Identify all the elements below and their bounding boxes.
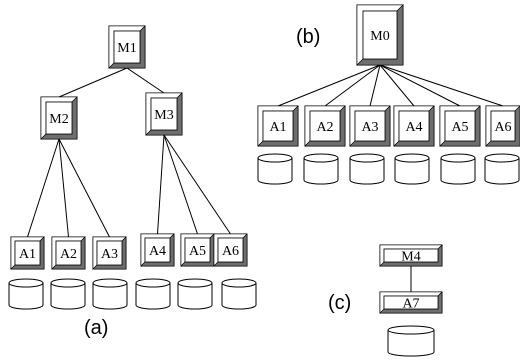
node-a7-label: A7	[402, 297, 419, 312]
panel-labels: (a) (b) (c)	[84, 26, 351, 339]
node-a-a2: A2	[51, 236, 86, 270]
node-b-a1: A1	[257, 105, 299, 147]
edge-m0-a5	[379, 64, 461, 107]
disk-a-a1	[8, 278, 44, 310]
edge-m0-a1	[277, 64, 381, 107]
edge-m2-a2	[58, 138, 69, 238]
node-a-a2-label: A2	[60, 247, 77, 262]
node-a-a3: A3	[92, 236, 127, 270]
node-m2-label: M2	[49, 112, 68, 127]
node-a-a5: A5	[180, 233, 215, 267]
node-b-a6-label: A6	[494, 120, 511, 135]
node-a-a6: A6	[213, 233, 248, 267]
node-m4-label: M4	[401, 250, 420, 265]
node-b-a3: A3	[349, 105, 391, 147]
storage-disks	[8, 153, 520, 357]
disk-b-a6	[484, 153, 520, 185]
node-a-a4-label: A4	[149, 244, 166, 259]
node-a-a1-label: A1	[19, 247, 36, 262]
node-m0-label: M0	[370, 29, 389, 44]
node-a-a5-label: A5	[189, 244, 206, 259]
edge-m0-a3	[369, 64, 381, 107]
node-b-a4-label: A4	[405, 120, 422, 135]
node-m0: M0	[356, 4, 404, 66]
edge-m3-a4	[157, 134, 165, 235]
node-m3: M3	[145, 92, 183, 136]
node-a-a4: A4	[140, 233, 175, 267]
panel-label-b: (b)	[296, 26, 320, 48]
node-b-a5: A5	[439, 105, 481, 147]
panel-label-c: (c)	[328, 292, 351, 314]
disk-b-a1	[257, 153, 293, 185]
disk-a-a2	[50, 278, 86, 310]
disk-b-a4	[394, 153, 430, 185]
node-a7: A7	[379, 291, 443, 314]
edge-m1-m2	[58, 67, 128, 98]
node-b-a3-label: A3	[361, 120, 378, 135]
node-b-a2: A2	[304, 105, 346, 147]
node-b-a5-label: A5	[451, 120, 468, 135]
disk-b-a2	[303, 153, 339, 185]
edge-m0-a2	[324, 64, 381, 107]
edge-m2-a3	[58, 138, 110, 238]
disk-c-a7	[387, 325, 435, 357]
edge-m2-a1	[27, 138, 60, 238]
node-m1: M1	[108, 25, 146, 69]
node-a-a6-label: A6	[222, 244, 239, 259]
node-b-a1-label: A1	[269, 120, 286, 135]
edge-m1-m3	[126, 67, 165, 94]
edge-m3-a6	[163, 134, 231, 235]
disk-a-a5	[177, 278, 213, 310]
disk-b-a5	[440, 153, 476, 185]
node-a-a3-label: A3	[101, 247, 118, 262]
node-b-a6: A6	[485, 105, 520, 147]
node-b-a2-label: A2	[316, 120, 333, 135]
disk-b-a3	[349, 153, 385, 185]
edge-m0-a6	[379, 64, 504, 107]
node-m1-label: M1	[117, 41, 136, 56]
connection-lines	[27, 64, 504, 292]
node-m2: M2	[40, 96, 78, 140]
node-a-a1: A1	[10, 236, 45, 270]
node-b-a4: A4	[393, 105, 435, 147]
node-m4: M4	[379, 244, 443, 267]
disk-a-a4	[135, 278, 171, 310]
edge-m0-a4	[379, 64, 415, 107]
panel-label-a: (a)	[84, 317, 108, 339]
disk-a-a6	[221, 278, 257, 310]
edge-m3-a5	[163, 134, 198, 235]
node-m3-label: M3	[154, 108, 173, 123]
disk-a-a3	[92, 278, 128, 310]
